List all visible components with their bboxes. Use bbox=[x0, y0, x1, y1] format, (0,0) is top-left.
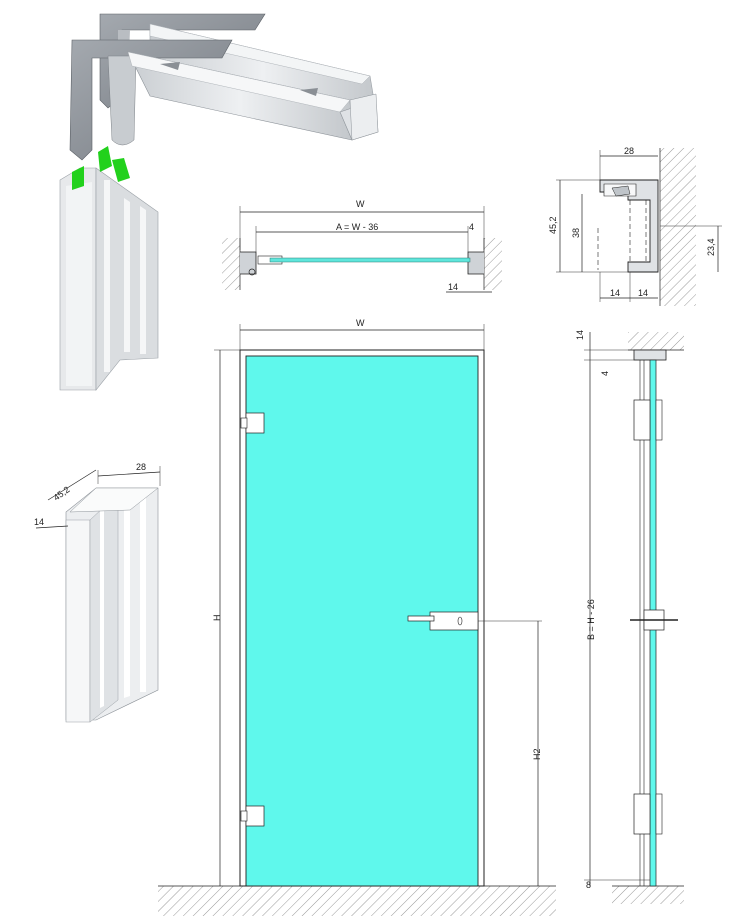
profile-section-detail: 28 45,2 38 23,4 14 14 bbox=[548, 146, 722, 306]
profile-section-height-label: 45,2 bbox=[548, 216, 558, 234]
front-top-profile bbox=[127, 51, 379, 141]
profile-3d-dimensioned: 28 45,2 14 bbox=[34, 462, 161, 723]
left-wall-hatch bbox=[222, 238, 240, 290]
profile-3d-side-label: 14 bbox=[34, 517, 44, 527]
profile-section-right-label: 14 bbox=[638, 288, 648, 298]
side-view-bottom-label: 8 bbox=[586, 880, 591, 890]
gasket-left bbox=[72, 166, 84, 190]
glass-section-strip bbox=[269, 257, 471, 263]
side-view-glass-height-label: B = H - 26 bbox=[586, 599, 596, 640]
vertical-jamb-profile bbox=[59, 146, 159, 391]
top-section-offset-label: 14 bbox=[448, 282, 458, 292]
hinge-icon bbox=[633, 793, 651, 835]
gasket-right bbox=[112, 158, 130, 182]
hinge-icon bbox=[240, 805, 265, 827]
front-view-door: W H H2 bbox=[158, 318, 556, 916]
exploded-frame-render bbox=[59, 13, 379, 391]
profile-section-left-label: 14 bbox=[610, 288, 620, 298]
profile-section-inner-label: 38 bbox=[571, 228, 581, 238]
hinge-icon bbox=[633, 399, 651, 441]
right-wall-hatch bbox=[484, 238, 502, 290]
floor-hatch-front bbox=[158, 886, 556, 916]
front-view-handle-height-label: H2 bbox=[532, 748, 542, 760]
top-section-gap-label: 4 bbox=[469, 222, 474, 232]
top-section-plan: W A = W - 36 4 14 bbox=[222, 199, 502, 293]
ceiling-hatch-side bbox=[628, 332, 684, 350]
side-view-door: 14 4 B = H - 26 8 bbox=[575, 330, 684, 904]
side-view-top-label: 14 bbox=[575, 330, 585, 340]
profile-section-width-label: 28 bbox=[624, 146, 634, 156]
floor-hatch-side bbox=[612, 886, 684, 904]
front-view-width-label: W bbox=[356, 318, 365, 328]
profile-3d-width-label: 28 bbox=[136, 462, 146, 472]
top-section-inner-label: A = W - 36 bbox=[336, 222, 378, 232]
profile-section-glass-offset-label: 23,4 bbox=[706, 238, 716, 256]
front-view-height-label: H bbox=[212, 615, 222, 622]
wall-hatch-detail bbox=[660, 148, 696, 306]
front-corner-bracket bbox=[69, 39, 233, 161]
gasket-middle bbox=[98, 146, 112, 172]
hinge-icon bbox=[240, 412, 265, 434]
door-handle-icon bbox=[630, 609, 678, 631]
top-section-width-label: W bbox=[356, 199, 365, 209]
side-view-gap-label: 4 bbox=[600, 371, 610, 376]
